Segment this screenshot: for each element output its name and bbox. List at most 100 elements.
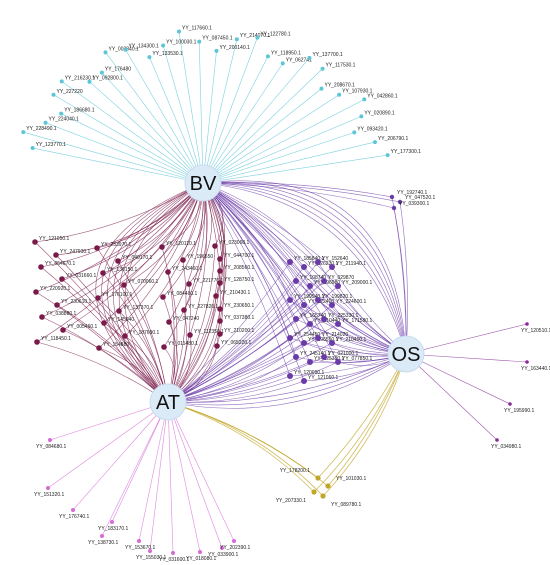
edge xyxy=(178,31,204,184)
gene-node xyxy=(315,475,321,481)
edge xyxy=(113,182,204,403)
gene-label: YY_187690.1 xyxy=(129,330,160,336)
gene-label: YY_117530.1 xyxy=(326,63,356,69)
edge xyxy=(53,94,204,184)
gene-node xyxy=(385,153,390,158)
edge xyxy=(23,131,204,184)
gene-label: YY_087450.1 xyxy=(202,36,233,42)
gene-node xyxy=(38,264,44,270)
gene-label: YY_176480 xyxy=(105,67,131,73)
gene-label: YY_155030.1 xyxy=(136,555,167,561)
gene-node xyxy=(217,331,223,337)
gene-node xyxy=(329,302,335,308)
gene-label: YY_152640 xyxy=(322,256,348,262)
edge xyxy=(202,94,340,184)
edge xyxy=(36,341,169,403)
gene-node xyxy=(54,302,60,308)
hub-bv xyxy=(184,164,222,202)
gene-label: YY_210440 xyxy=(314,318,340,324)
gene-label: YY_134300.1 xyxy=(129,44,160,50)
gene-label: YY_224040.1 xyxy=(49,117,80,123)
gene-label: YY_214020 xyxy=(322,332,348,338)
gene-label: YY_154880 xyxy=(103,342,129,348)
hub-label-at: AT xyxy=(156,392,180,414)
gene-label: YY_044700.1 xyxy=(224,253,255,259)
gene-node xyxy=(287,259,293,265)
gene-label: YY_207330.1 xyxy=(276,498,307,504)
edge xyxy=(167,401,223,549)
gene-label: YY_247930.1 xyxy=(60,249,91,255)
edge xyxy=(167,401,315,493)
gene-label: YY_145040 xyxy=(108,317,134,323)
gene-label: YY_121050.1 xyxy=(39,236,70,242)
gene-node xyxy=(34,339,40,345)
gene-node xyxy=(234,37,239,42)
edge xyxy=(202,88,322,184)
gene-label: YY_130150.1 xyxy=(107,267,138,273)
gene-label: YY_020890.1 xyxy=(364,110,395,116)
gene-node xyxy=(287,335,293,341)
gene-node xyxy=(335,283,341,289)
edge xyxy=(202,182,291,377)
edge xyxy=(72,401,169,511)
edge xyxy=(111,401,169,523)
gene-label: YY_021000.1 xyxy=(328,351,359,357)
gene-node xyxy=(101,320,107,326)
gene-node xyxy=(321,354,327,360)
gene-node xyxy=(217,318,223,324)
gene-node xyxy=(362,97,367,102)
edge xyxy=(61,81,204,184)
gene-label: YY_070060.1 xyxy=(128,279,159,285)
edge xyxy=(167,353,407,403)
gene-label: YY_185840.1 xyxy=(294,256,325,262)
gene-label: YY_228490.1 xyxy=(26,126,57,132)
gene-node xyxy=(301,340,307,346)
gene-node xyxy=(137,539,141,543)
gene-node xyxy=(217,280,223,286)
edge xyxy=(98,182,204,349)
edge xyxy=(101,182,204,403)
gene-node xyxy=(301,302,307,308)
gene-node xyxy=(48,438,52,442)
gene-label: YY_153670.1 xyxy=(125,545,156,551)
gene-node xyxy=(311,489,317,495)
gene-label: YY_220920.1 xyxy=(40,286,71,292)
gene-node xyxy=(116,308,122,314)
node-layer: YY_123770.1YY_228490.1YY_224040.1YY_1866… xyxy=(21,25,550,563)
gene-node xyxy=(161,344,167,350)
edge xyxy=(167,401,324,497)
gene-label: YY_123770.1 xyxy=(36,142,67,148)
gene-node xyxy=(96,345,102,351)
hub-os xyxy=(387,335,425,373)
edge xyxy=(138,401,169,542)
gene-node xyxy=(95,295,101,301)
gene-label: YY_202390.1 xyxy=(220,545,251,551)
gene-label: YY_208560.1 xyxy=(224,265,255,271)
edge xyxy=(202,182,319,301)
gene-label: YY_178200.1 xyxy=(280,468,311,474)
edge xyxy=(163,182,205,348)
gene-node xyxy=(94,245,100,251)
gene-label: YY_062741 xyxy=(286,57,312,63)
gene-node xyxy=(121,282,127,288)
gene-node xyxy=(99,70,104,75)
gene-label: YY_100030.1 xyxy=(166,40,197,46)
edge xyxy=(202,182,297,358)
gene-label: YY_210430.1 xyxy=(220,290,251,296)
hub-at xyxy=(149,383,187,421)
edge xyxy=(49,401,169,441)
gene-label: YY_037380.1 xyxy=(224,315,255,321)
edge xyxy=(32,147,204,184)
gene-label: YY_018080.1 xyxy=(186,556,217,562)
gene-node xyxy=(87,79,92,84)
gene-label: YY_224600.1 xyxy=(336,299,367,305)
gene-node xyxy=(212,243,218,249)
edge xyxy=(149,401,169,552)
edge xyxy=(167,342,333,403)
gene-node xyxy=(187,332,193,338)
gene-label: YY_128750.1 xyxy=(224,277,255,283)
gene-label: YY_120090.1 xyxy=(294,370,325,376)
gene-label: YY_138730.1 xyxy=(88,540,119,546)
edge xyxy=(405,353,498,441)
